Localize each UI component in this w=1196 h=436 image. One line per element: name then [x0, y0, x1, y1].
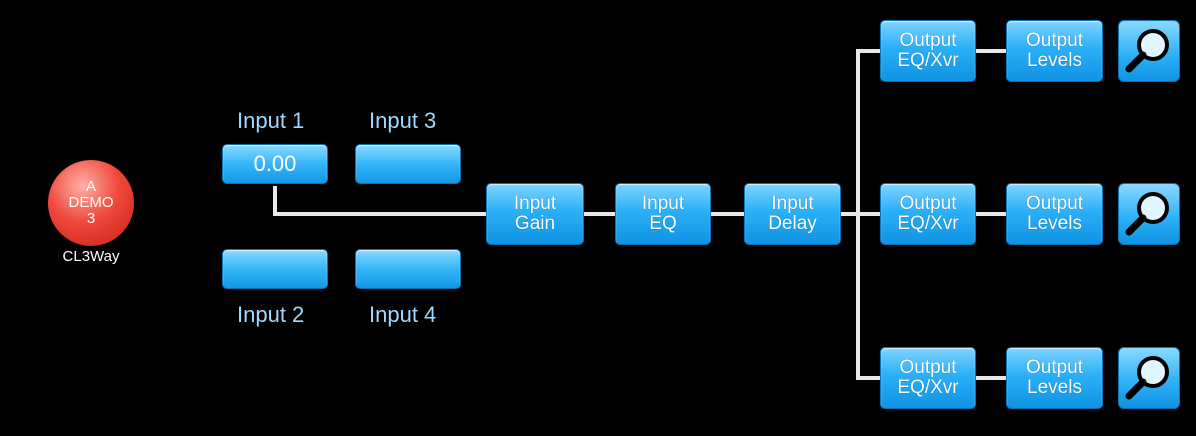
input-gain-line1: Input	[513, 193, 557, 214]
output2-eq-line1: Output	[899, 193, 957, 214]
output1-eq-xvr-block[interactable]: Output EQ/Xvr	[880, 20, 976, 82]
output2-levels-block[interactable]: Output Levels	[1006, 183, 1103, 245]
input-delay-line2: Delay	[768, 213, 817, 234]
output1-levels-line1: Output	[1025, 30, 1084, 51]
output2-levels-line1: Output	[1025, 193, 1084, 214]
wire-input1-drop	[273, 186, 277, 216]
wire-out1-eq-levels	[974, 49, 1008, 53]
output1-eq-line2: EQ/Xvr	[897, 50, 959, 71]
device-line1: A	[85, 178, 96, 195]
input3-label: Input 3	[369, 108, 437, 133]
input1-button[interactable]: 0.00	[222, 144, 328, 184]
input-gain-line2: Gain	[514, 213, 556, 234]
output2-eq-xvr-block[interactable]: Output EQ/Xvr	[880, 183, 976, 245]
device-line3: 3	[86, 210, 96, 227]
wire-delay-split	[840, 212, 882, 216]
input-eq-line2: EQ	[649, 213, 677, 234]
device-line2: DEMO	[68, 194, 114, 211]
input4-label: Input 4	[369, 302, 437, 327]
input1-label: Input 1	[237, 108, 305, 133]
input-eq-block[interactable]: Input EQ	[615, 183, 711, 245]
wire-eq-delay	[710, 212, 746, 216]
output2-eq-line2: EQ/Xvr	[897, 213, 959, 234]
output3-levels-line2: Levels	[1027, 377, 1082, 398]
wire-out2-eq-levels	[974, 212, 1008, 216]
input3-button[interactable]	[355, 144, 461, 184]
output3-eq-line2: EQ/Xvr	[897, 377, 959, 398]
input-delay-block[interactable]: Input Delay	[744, 183, 841, 245]
output3-eq-line1: Output	[899, 357, 957, 378]
input-delay-line1: Input	[771, 193, 814, 214]
wire-split-out1	[856, 49, 882, 53]
input2-button[interactable]	[222, 249, 328, 289]
magnifier-icon	[1125, 192, 1169, 236]
wire-out3-eq-levels	[974, 376, 1008, 380]
input-eq-line1: Input	[641, 193, 685, 214]
device-name: CL3Way	[62, 248, 120, 265]
magnifier-icon	[1125, 29, 1169, 73]
output3-levels-line1: Output	[1025, 357, 1084, 378]
input4-button[interactable]	[355, 249, 461, 289]
wire-split-vertical	[856, 49, 860, 380]
wire-split-out3	[856, 376, 882, 380]
device-node[interactable]: A DEMO 3	[48, 160, 134, 246]
magnifier-icon	[1125, 356, 1169, 400]
output1-meter-button[interactable]	[1118, 20, 1180, 82]
wire-gain-eq	[583, 212, 617, 216]
output3-levels-block[interactable]: Output Levels	[1006, 347, 1103, 409]
output2-meter-button[interactable]	[1118, 183, 1180, 245]
input-gain-block[interactable]: Input Gain	[486, 183, 584, 245]
input2-label: Input 2	[237, 302, 305, 327]
output1-eq-line1: Output	[899, 30, 957, 51]
output3-eq-xvr-block[interactable]: Output EQ/Xvr	[880, 347, 976, 409]
output1-levels-block[interactable]: Output Levels	[1006, 20, 1103, 82]
output2-levels-line2: Levels	[1027, 213, 1082, 234]
wire-input-bus	[273, 212, 488, 216]
output1-levels-line2: Levels	[1027, 50, 1082, 71]
output3-meter-button[interactable]	[1118, 347, 1180, 409]
